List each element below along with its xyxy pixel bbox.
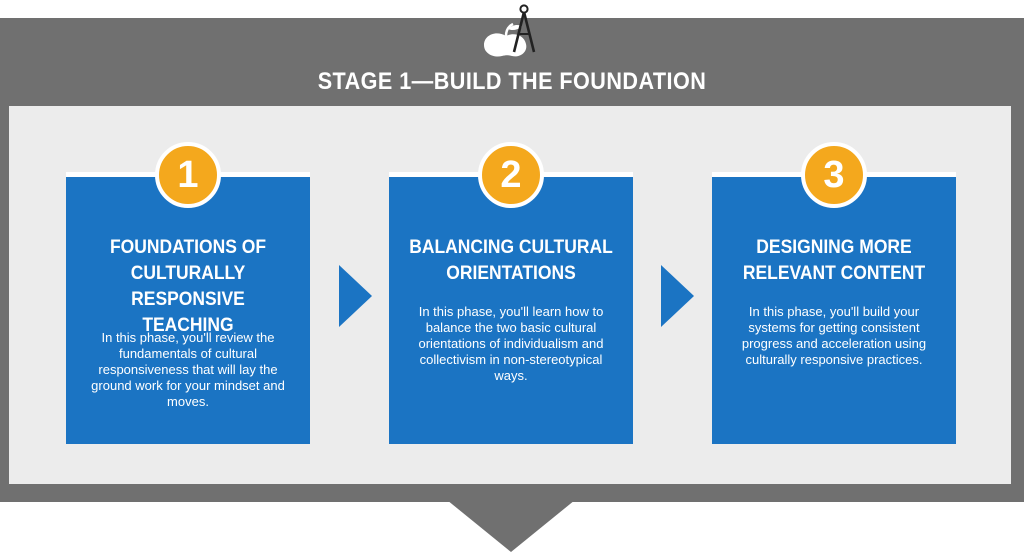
chevron-right-icon [339, 265, 372, 327]
step-card-2: 2 BALANCING CULTURAL ORIENTATIONS In thi… [389, 142, 633, 444]
step-title: FOUNDATIONS OF CULTURALLY RESPONSIVE TEA… [109, 237, 267, 336]
step-description: In this phase, you'll learn how to balan… [418, 304, 604, 383]
step-number-badge: 1 [155, 142, 221, 208]
chevron-right-icon [661, 265, 694, 327]
step-description: In this phase, you'll build your systems… [741, 304, 927, 367]
step-description: In this phase, you'll review the fundame… [91, 330, 285, 409]
step-card-3: 3 DESIGNING MORE RELEVANT CONTENT In thi… [712, 142, 956, 444]
step-title: DESIGNING MORE RELEVANT CONTENT [742, 237, 926, 284]
stage-title: STAGE 1—BUILD THE FOUNDATION [317, 68, 707, 95]
step-card-1: 1 FOUNDATIONS OF CULTURALLY RESPONSIVE T… [66, 142, 310, 444]
down-arrow-icon [447, 500, 575, 552]
step-number-badge: 2 [478, 142, 544, 208]
step-number-badge: 3 [801, 142, 867, 208]
apple-and-compass-icon [484, 4, 536, 57]
step-title: BALANCING CULTURAL ORIENTATIONS [409, 237, 613, 284]
